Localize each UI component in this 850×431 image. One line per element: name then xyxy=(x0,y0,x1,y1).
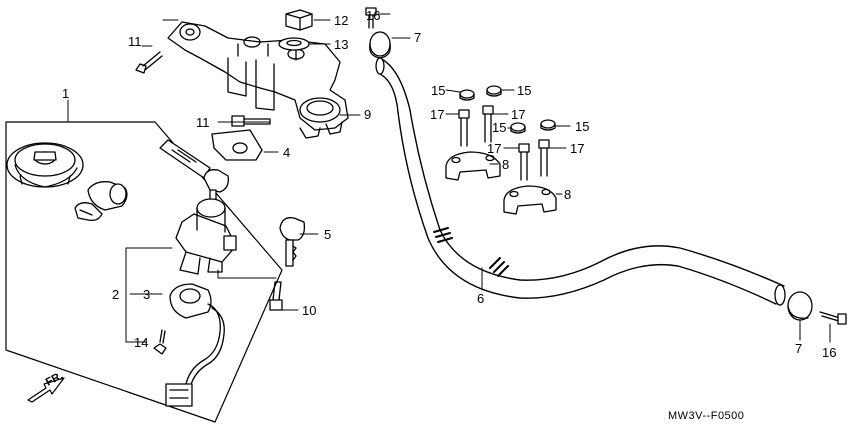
handlebar-part-6 xyxy=(375,57,786,306)
screw-part-14 xyxy=(153,329,167,355)
callout-13: 13 xyxy=(334,37,348,52)
callout-15-c: 15 xyxy=(492,120,506,135)
callout-3: 3 xyxy=(143,287,150,302)
callout-6: 6 xyxy=(477,291,484,306)
front-arrow-icon xyxy=(27,377,65,403)
callout-4: 4 xyxy=(283,145,290,160)
seat-lock-part xyxy=(74,181,128,222)
bolt-part-10 xyxy=(269,281,283,311)
callout-17-d: 17 xyxy=(570,141,584,156)
callout-17-a: 17 xyxy=(430,107,444,122)
cap-part-15-d xyxy=(540,119,556,131)
callout-16-right: 16 xyxy=(822,345,836,360)
callout-9: 9 xyxy=(364,107,371,122)
assembly-frame xyxy=(5,121,283,423)
bar-end-part-7-right xyxy=(787,291,813,321)
washer-part-13 xyxy=(278,37,310,51)
callout-12: 12 xyxy=(334,13,348,28)
callout-11-mid: 11 xyxy=(196,115,210,130)
callout-7-right: 7 xyxy=(795,341,802,356)
callout-17-b: 17 xyxy=(511,107,525,122)
callout-14: 14 xyxy=(134,335,148,350)
nut-part-12 xyxy=(285,9,313,31)
fuel-cap-part xyxy=(6,142,84,188)
bolt-part-17-a xyxy=(458,109,470,147)
callout-17-c: 17 xyxy=(487,141,501,156)
key-part-5 xyxy=(279,217,306,267)
bolt-part-11-top xyxy=(135,51,163,74)
front-marker-label: FR. xyxy=(44,370,65,389)
callout-8-right: 8 xyxy=(564,187,571,202)
cap-part-15-b xyxy=(486,85,502,97)
callout-10: 10 xyxy=(302,303,316,318)
bar-end-part-7-top xyxy=(369,31,391,59)
holder-part-8-right xyxy=(503,185,557,215)
callout-7-top: 7 xyxy=(414,30,421,45)
holder-part-8-left xyxy=(445,151,501,181)
bolt-part-17-d xyxy=(538,139,550,177)
screw-part-16-top xyxy=(365,7,377,29)
ignition-switch-part xyxy=(175,198,237,275)
cap-part-15-a xyxy=(459,89,475,101)
switch-cylinder-part-3 xyxy=(165,283,225,407)
callout-16-top: 16 xyxy=(366,8,380,23)
screw-part-16-right xyxy=(819,311,847,325)
bolt-part-11-mid xyxy=(231,115,271,127)
callout-5: 5 xyxy=(324,227,331,242)
callout-15-b: 15 xyxy=(517,83,531,98)
callout-2: 2 xyxy=(112,287,119,302)
bolt-part-17-b xyxy=(482,105,494,143)
callout-15-d: 15 xyxy=(575,119,589,134)
leader-lines xyxy=(67,13,831,343)
ignition-key-part xyxy=(203,169,229,205)
figure-code: MW3V--F0500 xyxy=(668,410,744,422)
bolt-part-17-c xyxy=(518,143,530,181)
top-bridge-part xyxy=(167,21,349,139)
cap-part-15-c xyxy=(510,122,526,134)
callout-11-top: 11 xyxy=(128,34,142,49)
callout-labels: 1 2 3 4 5 6 7 7 8 8 9 10 11 11 12 13 14 … xyxy=(44,8,837,422)
slotted-plate-part xyxy=(159,139,211,179)
callout-1: 1 xyxy=(62,86,69,101)
bracket-part-4 xyxy=(211,129,263,161)
callout-15-a: 15 xyxy=(431,83,445,98)
callout-8-left: 8 xyxy=(502,157,509,172)
